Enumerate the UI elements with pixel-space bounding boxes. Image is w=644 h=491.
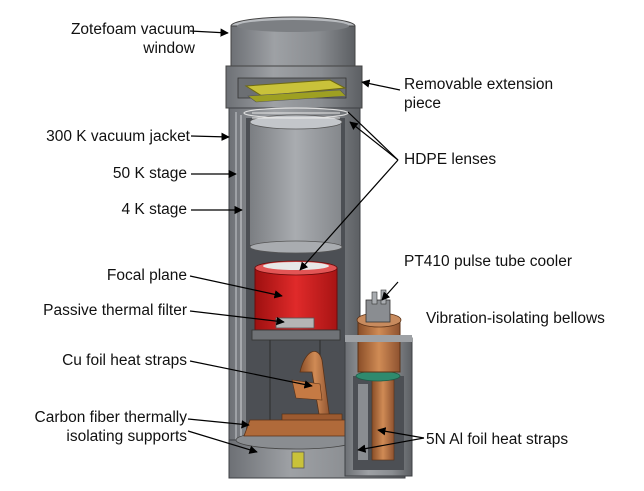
removable-extension-label-line1: Removable extension: [404, 76, 554, 93]
al-straps-label: 5N Al foil heat straps: [426, 431, 569, 448]
stage-4k-label: 4 K stage: [121, 201, 188, 218]
stage-50k-label: 50 K stage: [112, 165, 187, 182]
removable-extension-label-line2: piece: [404, 95, 442, 112]
removable-extension-piece: [225, 65, 363, 109]
bellows-copper: [357, 319, 401, 373]
pulse-tube-housing: [344, 289, 413, 477]
zotefoam-window-cylinder: [230, 16, 356, 67]
vacuum-jacket-label: 300 K vacuum jacket: [46, 128, 190, 145]
cu-foil-heat-straps-art: [281, 351, 343, 423]
leader-lines: [187, 28, 425, 454]
filter-plate: [244, 79, 347, 97]
carbon-fiber-label-line2: isolating supports: [66, 428, 187, 445]
passive-filter-label: Passive thermal filter: [43, 302, 187, 319]
removable-extension-label: Removable extension piece: [404, 75, 553, 113]
zotefoam-label-line1: Zotefoam vacuum: [70, 21, 195, 38]
pt410-label: PT410 pulse tube cooler: [404, 253, 573, 270]
bellows-label: Vibration-isolating bellows: [426, 310, 605, 327]
zotefoam-label-line2: window: [143, 40, 195, 57]
carbon-fiber-label: Carbon fiber thermally isolating support…: [35, 408, 187, 446]
focal-plane-label: Focal plane: [106, 267, 187, 284]
hdpe-lenses-label: HDPE lenses: [404, 151, 497, 168]
cu-straps-label: Cu foil heat straps: [62, 352, 187, 369]
carbon-fiber-label-line1: Carbon fiber thermally: [34, 409, 187, 426]
zotefoam-label: Zotefoam vacuum window: [71, 20, 195, 58]
focal-plane-assembly: [251, 260, 341, 440]
